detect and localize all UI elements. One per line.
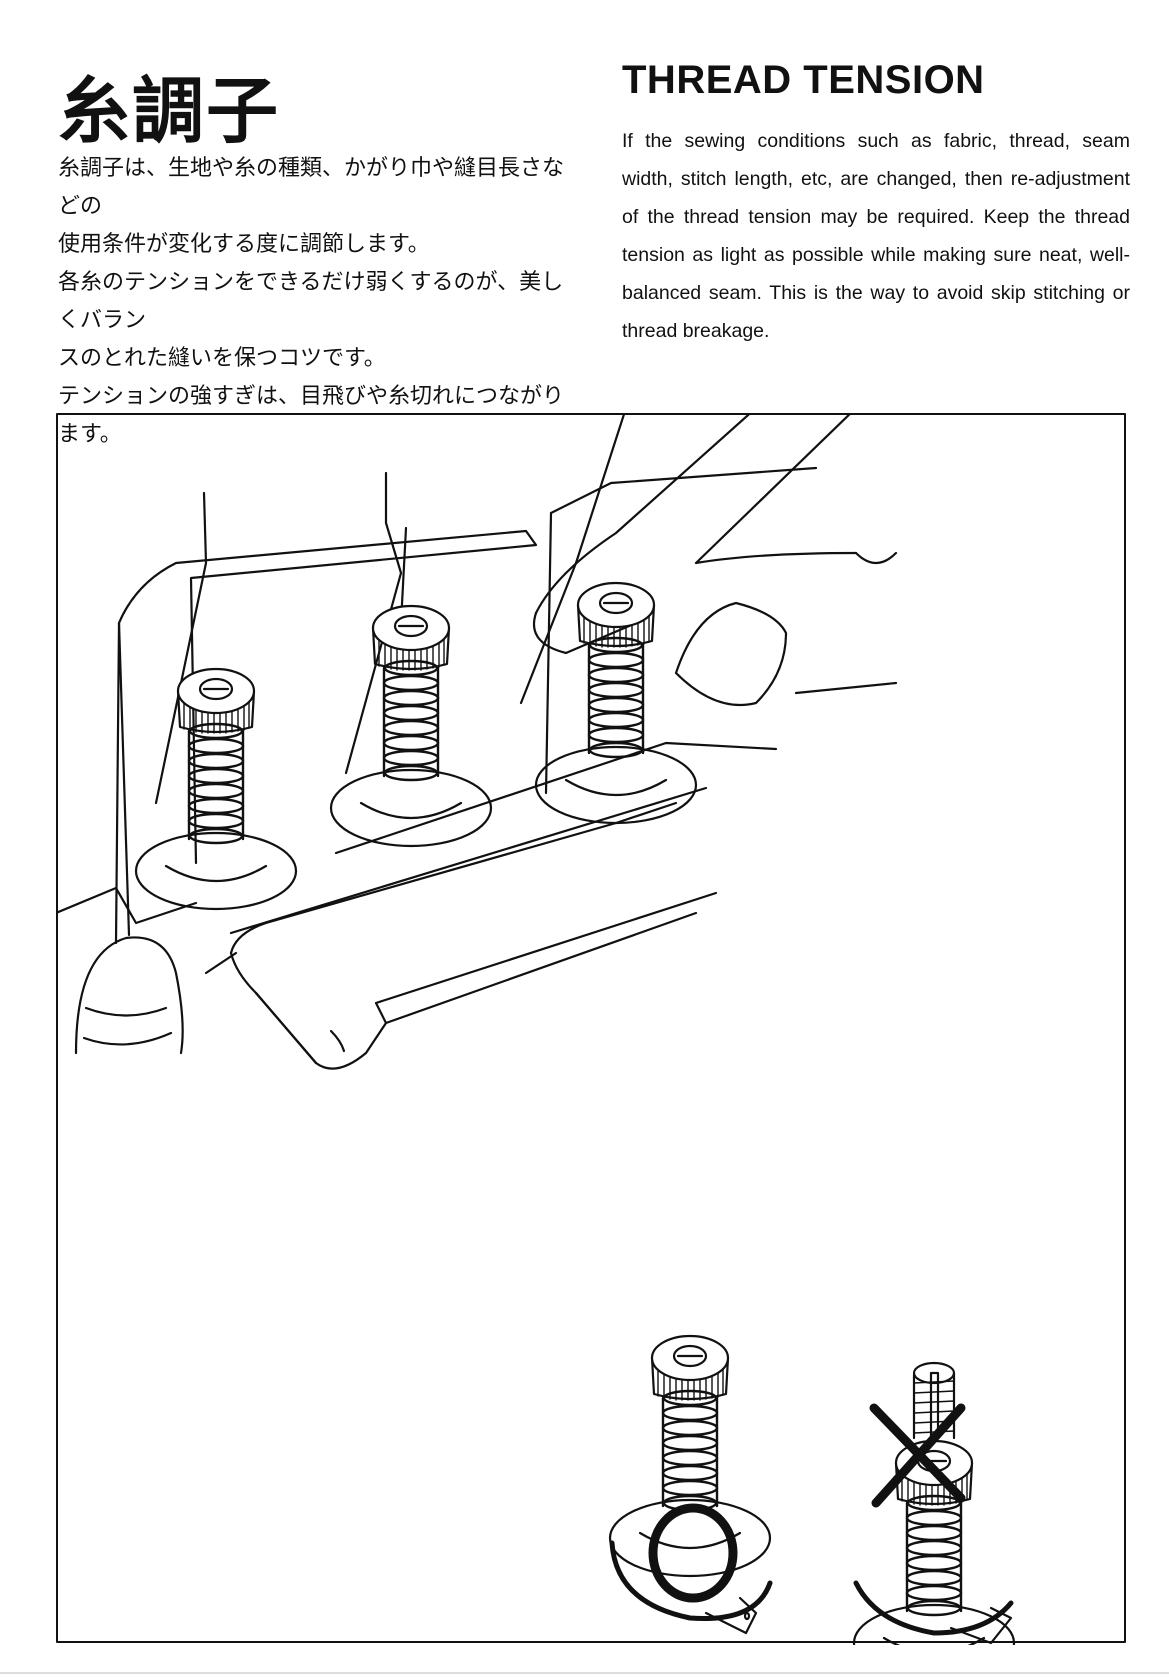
tension-illustration: [56, 413, 1128, 1645]
japanese-instructions: 糸調子は、生地や糸の種類、かがり巾や縫目長さなどの 使用条件が変化する度に調節し…: [58, 150, 578, 454]
japanese-title: 糸調子: [58, 68, 281, 153]
japanese-line: テンションの強すぎは、目飛びや糸切れにつながります。: [58, 384, 565, 447]
japanese-line: 使用条件が変化する度に調節します。: [58, 232, 430, 257]
correct-circle-icon: [648, 1503, 738, 1603]
incorrect-tension-knob: [852, 1361, 1016, 1645]
japanese-line: 各糸のテンションをできるだけ弱くするのが、美しくバラン: [58, 270, 564, 333]
correct-tension-knob: [608, 1334, 773, 1635]
english-instructions: If the sewing conditions such as fabric,…: [622, 130, 1130, 342]
japanese-line: スのとれた縫いを保つコツです。: [58, 346, 386, 371]
incorrect-cross-icon: [869, 1403, 966, 1508]
scan-edge: [0, 1672, 1169, 1674]
japanese-line: 糸調子は、生地や糸の種類、かがり巾や縫目長さなどの: [58, 156, 565, 219]
english-title: THREAD TENSION: [622, 58, 985, 102]
